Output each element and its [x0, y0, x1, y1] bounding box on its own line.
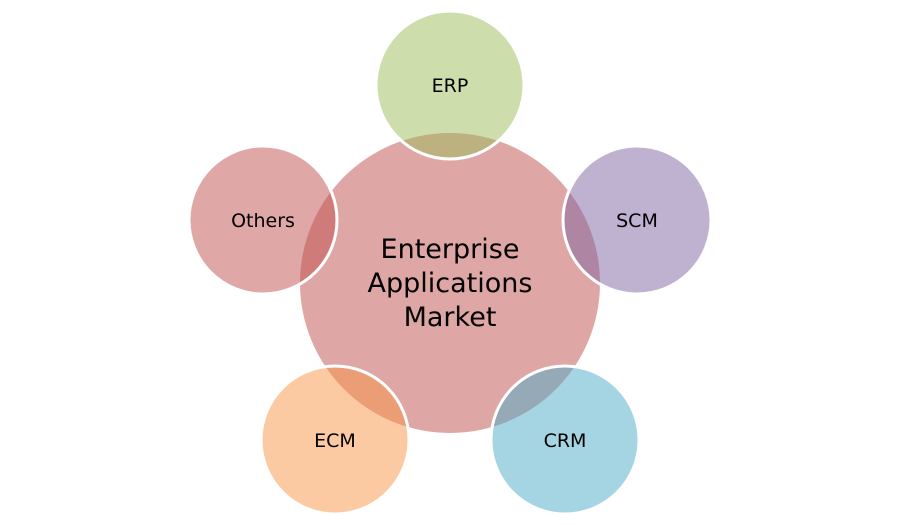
satellite-circle-ecm — [259, 364, 411, 516]
satellite-label-crm: CRM — [544, 430, 587, 452]
center-label-line-3: Market — [404, 302, 497, 333]
center-circle — [300, 133, 600, 433]
center-label-line-2: Applications — [368, 268, 533, 299]
satellite-label-ecm: ECM — [314, 430, 356, 452]
center-label-line-1: Enterprise — [381, 234, 520, 265]
satellite-circle-crm — [489, 364, 641, 516]
satellite-circle-others — [187, 144, 339, 296]
satellite-circle-erp — [374, 9, 526, 161]
satellite-circle-scm — [561, 144, 713, 296]
satellite-label-others: Others — [231, 210, 295, 232]
satellite-label-erp: ERP — [432, 75, 469, 97]
satellite-label-scm: SCM — [616, 210, 658, 232]
